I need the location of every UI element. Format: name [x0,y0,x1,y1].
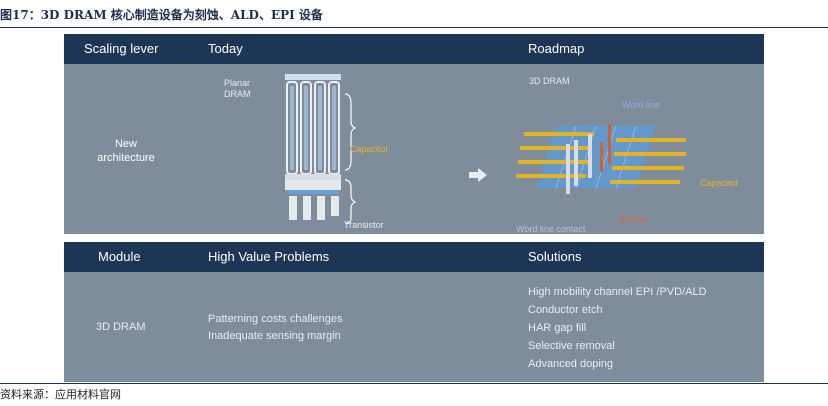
solution-item: Selective removal [528,340,615,352]
roadmap-3d-dram-title: 3D DRAM [529,76,570,86]
solution-item: High mobility channel EPI /PVD/ALD [528,286,707,298]
bottom-header-row: Module High Value Problems Solutions [64,242,764,272]
solution-item: HAR gap fill [528,322,587,334]
bottom-body: 3D DRAM Patterning costs challenges Inad… [64,272,764,382]
row-label-new-architecture: New architecture [97,138,155,164]
cap-top-plate [285,74,341,80]
solution-item: Advanced doping [528,358,614,370]
today-capacitor-label: Capacitor [350,144,389,154]
bottom-panel: Module High Value Problems Solutions 3D … [64,242,764,382]
header-high-value-problems: High Value Problems [208,249,330,264]
header-module: Module [98,249,141,264]
roadmap-word-line-contact-label: Word line contact [516,224,586,234]
module-3d-dram: 3D DRAM [96,321,146,333]
figure-source: 资料来源：应用材料官网 [0,388,121,401]
capacitor-cores [290,86,336,170]
header-scaling-lever: Scaling lever [84,41,159,56]
title-rule [0,27,828,28]
transistor-channel [287,190,339,194]
planar-dram-diagram [285,74,357,224]
capacitor-bracket [344,93,357,171]
roadmap-word-line-label: Word line [622,100,660,110]
3d-dram-diagram [516,124,686,194]
roadmap-capacitor-label: Capacitor [700,178,739,188]
transistor-bracket [344,179,357,224]
capacitor-bars [516,132,686,184]
solution-item: Conductor etch [528,304,603,316]
problem-item: Inadequate sensing margin [208,330,341,342]
transistor-layer [285,180,341,190]
arrow-right-icon [469,168,487,182]
bit-line-pillars [600,124,611,172]
header-today: Today [208,41,243,56]
planar-dram-label: Planar DRAM [224,78,251,99]
today-transistor-label: Transistor [344,220,384,230]
top-panel: Scaling lever Today Roadmap New architec… [64,34,764,234]
roadmap-bit-line-label: Bit line [620,214,648,224]
transistor-fins [289,196,339,220]
top-body: New architecture Planar DRAM [64,64,764,234]
capacitor-cylinders [286,81,340,175]
problem-item: Patterning costs challenges [208,313,343,325]
word-line-contacts [566,134,592,194]
cap-base [285,174,341,180]
header-solutions: Solutions [528,249,582,264]
top-header-row: Scaling lever Today Roadmap [64,34,764,64]
source-rule [0,383,828,384]
figure-title: 图17：3D DRAM 核心制造设备为刻蚀、ALD、EPI 设备 [0,8,323,22]
header-roadmap: Roadmap [528,41,585,56]
